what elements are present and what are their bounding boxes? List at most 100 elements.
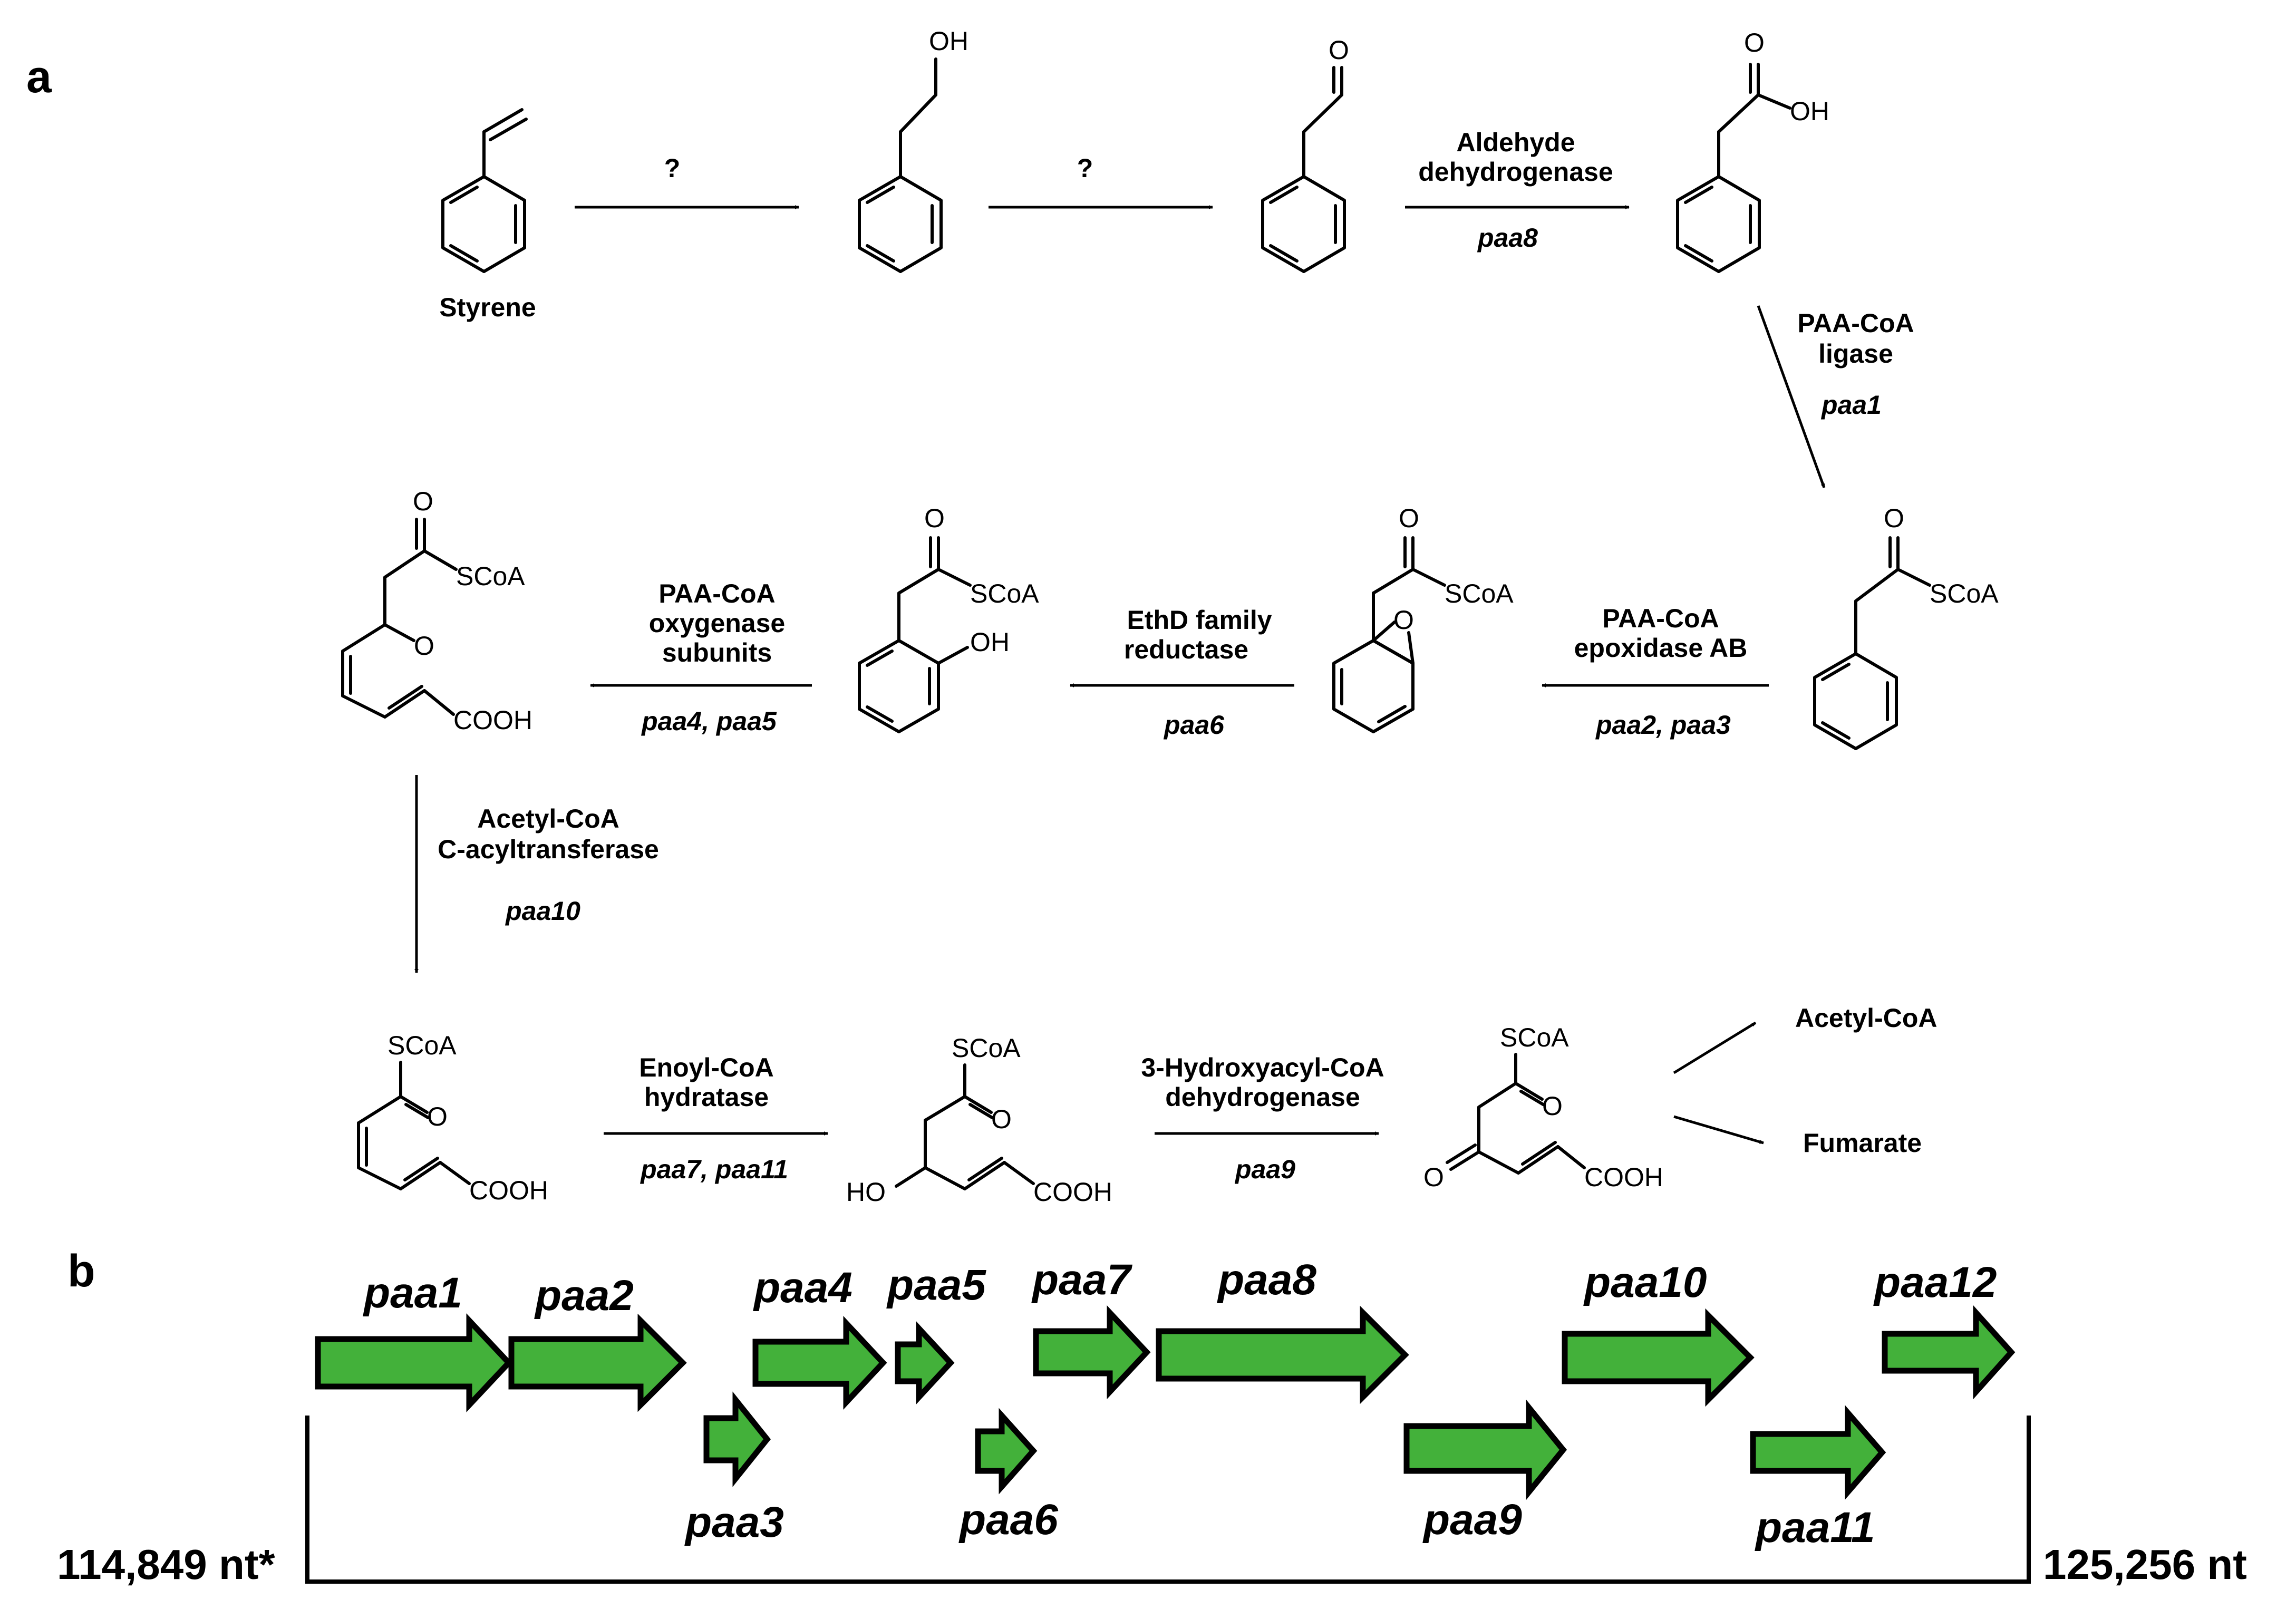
step9-gene: paa7, paa11 bbox=[640, 1155, 788, 1184]
step10-enzyme-line2: dehydrogenase bbox=[1165, 1082, 1360, 1112]
acetyl-coa-arrow bbox=[1673, 1021, 1757, 1074]
gene-label-paa11: paa11 bbox=[1755, 1504, 1875, 1552]
ring-epoxide-o: O bbox=[1393, 605, 1414, 635]
gene-arrow-paa11 bbox=[1750, 1405, 1886, 1500]
cluster-end-coordinate: 125,256 nt bbox=[2043, 1541, 2247, 1588]
ring-epoxide-coa-structure bbox=[1332, 536, 1446, 733]
acetyl-coa-label: Acetyl-CoA bbox=[1795, 1003, 1937, 1033]
step6-enzyme-line2: reductase bbox=[1124, 635, 1248, 664]
step9-enzyme-line1: Enoyl-CoA bbox=[639, 1053, 774, 1082]
panel-label-b: b bbox=[67, 1246, 95, 1296]
phenylacetic-acid-oh: OH bbox=[1790, 96, 1829, 126]
step7-enzyme-line2: oxygenase bbox=[649, 608, 785, 638]
dienoyl-cooh: COOH bbox=[469, 1176, 548, 1205]
oxo-dienoyl-cooh: COOH bbox=[453, 705, 532, 735]
step6-gene: paa6 bbox=[1163, 710, 1225, 740]
step10-gene: paa9 bbox=[1234, 1155, 1295, 1184]
cluster-start-coordinate: 114,849 nt* bbox=[57, 1541, 276, 1588]
phenylacetaldehyde-structure bbox=[1261, 66, 1346, 273]
step5-enzyme-line1: PAA-CoA bbox=[1602, 604, 1719, 633]
hydroxyenoyl-o: O bbox=[991, 1104, 1012, 1134]
oxoenoyl-cooh: COOH bbox=[1584, 1162, 1663, 1192]
ring-epoxide-carbonyl-o: O bbox=[1399, 503, 1419, 533]
oxo-dienoyl-ketone-o: O bbox=[414, 631, 434, 661]
gene-arrow-paa4 bbox=[752, 1316, 887, 1410]
gene-arrow-paa7 bbox=[1033, 1305, 1151, 1399]
oxo-dienoyl-carbonyl-o: O bbox=[413, 487, 433, 516]
gene-label-paa12: paa12 bbox=[1873, 1258, 1997, 1306]
phenylethanol-structure bbox=[858, 57, 943, 273]
phenylacetic-acid-structure bbox=[1676, 63, 1791, 273]
step8-enzyme-line2: C-acyltransferase bbox=[438, 835, 659, 864]
phenylacetyl-coa-structure bbox=[1813, 536, 1931, 750]
panel-label-a: a bbox=[26, 52, 52, 102]
ring-epoxide-scoa: SCoA bbox=[1445, 579, 1514, 608]
step3-enzyme-line2: dehydrogenase bbox=[1418, 157, 1613, 187]
gene-label-paa4: paa4 bbox=[753, 1264, 852, 1312]
gene-label-paa6: paa6 bbox=[958, 1496, 1059, 1544]
gene-label-paa9: paa9 bbox=[1422, 1496, 1522, 1544]
gene-label-paa1: paa1 bbox=[363, 1269, 462, 1317]
step3-gene: paa8 bbox=[1477, 223, 1538, 253]
gene-arrow-paa3 bbox=[703, 1391, 771, 1487]
phenylethanol-oh: OH bbox=[929, 26, 968, 56]
hydroxyenoyl-cooh: COOH bbox=[1033, 1177, 1112, 1207]
gene-arrow-paa9 bbox=[1403, 1399, 1567, 1500]
oxoenoyl-coa-structure bbox=[1446, 1053, 1586, 1175]
step4-enzyme-line2: ligase bbox=[1818, 339, 1893, 369]
step2-enzyme: ? bbox=[1077, 153, 1093, 183]
gene-label-paa5: paa5 bbox=[886, 1261, 986, 1309]
gene-arrow-paa2 bbox=[508, 1313, 687, 1412]
gene-label-paa10: paa10 bbox=[1583, 1258, 1707, 1306]
step6-enzyme-line1: EthD family bbox=[1127, 605, 1272, 635]
oxoenoyl-ketone-o: O bbox=[1423, 1162, 1444, 1192]
cluster-bracket bbox=[305, 1416, 2031, 1584]
dienoyl-coa-structure bbox=[357, 1061, 471, 1190]
step7-enzyme-line3: subunits bbox=[662, 638, 772, 667]
hydroxyphenylacetyl-oh: OH bbox=[970, 627, 1010, 657]
oxo-dienoyl-coa-structure bbox=[341, 518, 458, 719]
step9-enzyme-line2: hydratase bbox=[644, 1082, 769, 1112]
step8-enzyme-line1: Acetyl-CoA bbox=[477, 804, 619, 833]
oxoenoyl-scoa: SCoA bbox=[1500, 1023, 1569, 1052]
step4-enzyme-line1: PAA-CoA bbox=[1797, 308, 1914, 338]
hydroxyphenylacetyl-coa-structure bbox=[858, 536, 972, 733]
gene-arrow-paa12 bbox=[1882, 1305, 2016, 1400]
dienoyl-scoa: SCoA bbox=[387, 1031, 457, 1060]
gene-label-paa7: paa7 bbox=[1031, 1256, 1132, 1304]
oxo-dienoyl-scoa: SCoA bbox=[456, 561, 525, 591]
gene-label-paa3: paa3 bbox=[684, 1498, 784, 1546]
gene-arrow-paa6 bbox=[975, 1408, 1038, 1495]
phenylacetyl-coa-o: O bbox=[1884, 503, 1904, 533]
hydroxyphenylacetyl-scoa: SCoA bbox=[970, 579, 1039, 608]
phenylacetyl-coa-scoa: SCoA bbox=[1930, 579, 1999, 608]
gene-label-paa8: paa8 bbox=[1217, 1256, 1316, 1304]
hydroxyenoyl-coa-structure bbox=[895, 1063, 1035, 1190]
phenylacetic-acid-o: O bbox=[1744, 28, 1765, 57]
step3-enzyme-line1: Aldehyde bbox=[1456, 128, 1575, 157]
step10-enzyme-line1: 3-Hydroxyacyl-CoA bbox=[1141, 1053, 1384, 1082]
styrene-label: Styrene bbox=[439, 293, 536, 322]
step1-enzyme: ? bbox=[664, 153, 681, 183]
step8-gene: paa10 bbox=[505, 896, 580, 926]
step5-enzyme-line2: epoxidase AB bbox=[1574, 633, 1748, 663]
gene-arrow-paa8 bbox=[1156, 1305, 1409, 1404]
phenylacetaldehyde-o: O bbox=[1329, 35, 1349, 65]
gene-arrow-paa10 bbox=[1562, 1308, 1755, 1407]
styrene-structure bbox=[441, 108, 528, 273]
oxoenoyl-carbonyl-o: O bbox=[1542, 1091, 1563, 1121]
fumarate-label: Fumarate bbox=[1803, 1128, 1922, 1158]
step4-arrow bbox=[1757, 305, 1826, 488]
hydroxyphenylacetyl-o: O bbox=[924, 503, 945, 533]
step7-gene: paa4, paa5 bbox=[641, 706, 777, 736]
dienoyl-o: O bbox=[427, 1102, 448, 1131]
gene-label-paa2: paa2 bbox=[534, 1272, 634, 1320]
hydroxyenoyl-ho: HO bbox=[846, 1177, 886, 1207]
step4-gene: paa1 bbox=[1820, 390, 1882, 420]
fumarate-arrow bbox=[1673, 1115, 1764, 1145]
gene-arrow-paa1 bbox=[315, 1313, 513, 1412]
step5-gene: paa2, paa3 bbox=[1595, 710, 1731, 740]
step7-enzyme-line1: PAA-CoA bbox=[658, 579, 775, 608]
hydroxyenoyl-scoa: SCoA bbox=[952, 1033, 1021, 1063]
